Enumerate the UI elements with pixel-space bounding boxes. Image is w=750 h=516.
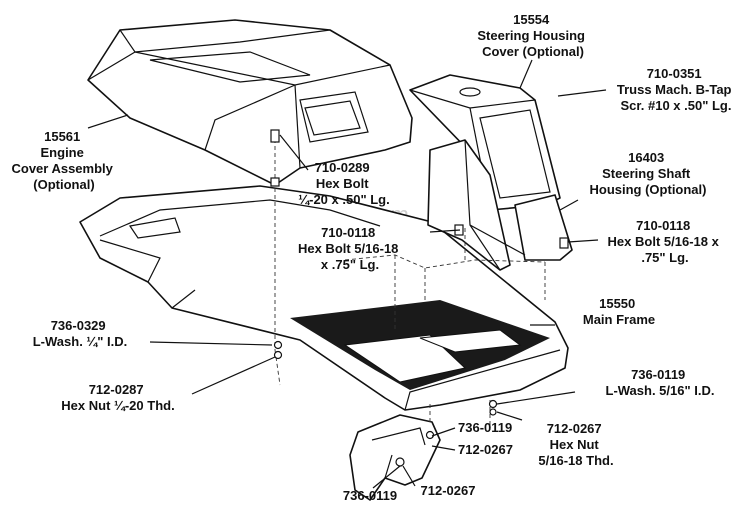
callout-15550: 15550 Main Frame bbox=[583, 296, 655, 327]
washer-736-0329 bbox=[273, 340, 283, 350]
callout-710-0289: 710-0289 Hex Bolt ¼-20 x .50" Lg. bbox=[298, 160, 389, 207]
alignment-lines bbox=[274, 132, 546, 430]
support-bracket bbox=[349, 414, 441, 501]
callout-710-0118-right: 710-0118 Hex Bolt 5/16-18 x .75" Lg. bbox=[608, 218, 723, 265]
callout-15554: 15554 Steering Housing Cover (Optional) bbox=[477, 12, 588, 59]
nut-712-0287 bbox=[273, 350, 283, 360]
callout-736-0329: 736-0329 L-Wash. ¼" I.D. bbox=[33, 318, 128, 349]
callout-710-0118-center: 710-0118 Hex Bolt 5/16-18 x .75" Lg. bbox=[298, 225, 402, 272]
callout-15561: 15561 Engine Cover Assembly (Optional) bbox=[11, 129, 116, 192]
callout-736-0119-right: 736-0119 L-Wash. 5/16" I.D. bbox=[606, 367, 715, 398]
bolt-710-0118-right bbox=[559, 237, 569, 249]
callout-16403: 16403 Steering Shaft Housing (Optional) bbox=[590, 150, 707, 197]
fasteners bbox=[270, 129, 569, 416]
callout-712-0287: 712-0287 Hex Nut ¼-20 Thd. bbox=[61, 382, 174, 413]
steering-shaft-housing bbox=[427, 139, 573, 271]
callout-736-0119-bracket-bottom: 736-0119 bbox=[343, 488, 397, 503]
callout-712-0267-bracket-top: 712-0267 bbox=[458, 442, 513, 457]
callout-712-0267-bracket-bottom: 712-0267 bbox=[421, 483, 476, 498]
leader-lines bbox=[87, 59, 607, 489]
callout-712-0267-right: 712-0267 Hex Nut 5/16-18 Thd. bbox=[538, 421, 613, 468]
nut-engine-cover bbox=[270, 177, 280, 187]
callout-736-0119-bracket-top: 736-0119 bbox=[458, 420, 512, 435]
bolt-710-0289 bbox=[270, 129, 280, 143]
callout-710-0351: 710-0351 Truss Mach. B-Tap Scr. #10 x .5… bbox=[617, 66, 735, 113]
engine-cover-assembly bbox=[87, 19, 413, 186]
washer-736-0119 bbox=[488, 399, 498, 409]
main-frame bbox=[79, 185, 569, 411]
nut-712-0267 bbox=[489, 408, 497, 416]
